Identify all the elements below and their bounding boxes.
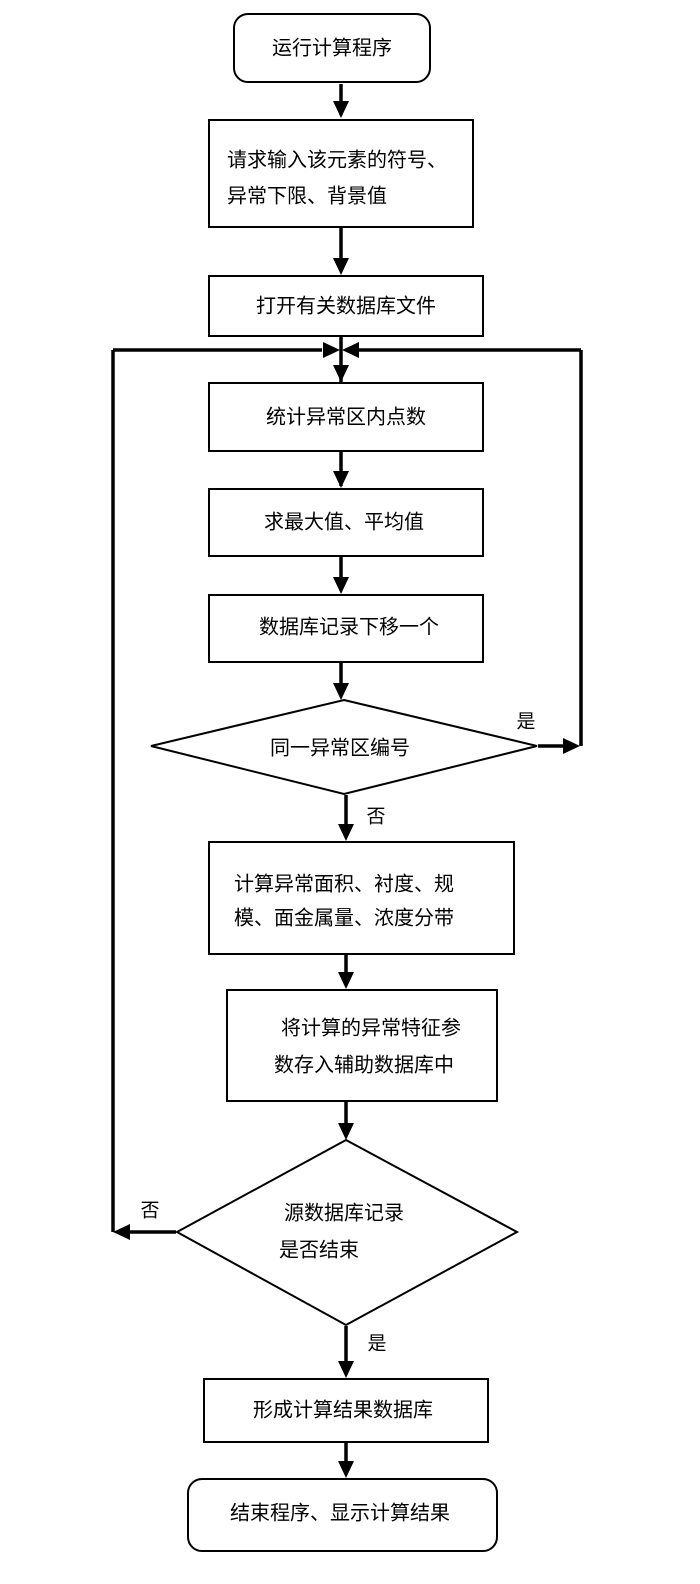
arrowhead-start-input	[333, 101, 349, 118]
arrowhead-left-loop-merge	[323, 342, 340, 358]
arrowhead-end-check-form	[338, 1361, 354, 1378]
node-end-check: 源数据库记录 是否结束	[174, 1138, 520, 1327]
input-line-1: 异常下限、背景值	[227, 184, 387, 208]
arrowhead-same-zone-compute	[338, 824, 354, 841]
form-result-line-0: 形成计算结果数据库	[253, 1398, 433, 1422]
store-line-1: 数存入辅助数据库中	[274, 1053, 454, 1077]
node-input: 请求输入该元素的符号、 异常下限、背景值	[208, 119, 474, 228]
node-compute: 计算异常面积、衬度、规 模、面金属量、浓度分带	[208, 841, 515, 955]
arrowhead-input-open-db	[333, 258, 349, 275]
max-avg-line-0: 求最大值、平均值	[264, 510, 424, 534]
end-check-line-0: 源数据库记录	[284, 1201, 404, 1225]
arrowhead-max-avg-move	[333, 577, 349, 594]
node-form-result: 形成计算结果数据库	[203, 1378, 489, 1443]
move-record-line-0: 数据库记录下移一个	[259, 615, 439, 639]
node-open-db: 打开有关数据库文件	[208, 275, 484, 337]
end-line-0: 结束程序、显示计算结果	[230, 1501, 450, 1525]
connectors	[111, 84, 583, 1478]
store-line-0: 将计算的异常特征参	[281, 1016, 461, 1040]
arrowhead-yes-right	[563, 738, 580, 754]
arrowhead-compute-store	[338, 972, 354, 989]
edge-label-same-zone-no: 否	[366, 806, 385, 828]
node-count: 统计异常区内点数	[208, 382, 484, 452]
arrowhead-form-end	[338, 1461, 354, 1478]
edge-label-same-zone-yes: 是	[516, 711, 535, 733]
start-line-0: 运行计算程序	[272, 36, 392, 60]
arrowhead-store-end-check	[338, 1123, 354, 1140]
edge-label-end-check-no: 否	[140, 1200, 159, 1222]
end-check-line-1: 是否结束	[279, 1238, 359, 1262]
edge-label-end-check-yes: 是	[367, 1333, 386, 1355]
node-start: 运行计算程序	[233, 13, 431, 83]
compute-line-1: 模、面金属量、浓度分带	[234, 906, 454, 930]
count-line-0: 统计异常区内点数	[266, 405, 426, 429]
same-zone-line-0: 同一异常区编号	[270, 736, 410, 760]
node-same-zone: 同一异常区编号	[150, 698, 538, 796]
compute-line-0: 计算异常面积、衬度、规	[234, 872, 454, 896]
node-store: 将计算的异常特征参 数存入辅助数据库中	[226, 989, 498, 1102]
node-end: 结束程序、显示计算结果	[187, 1478, 498, 1552]
open-db-line-0: 打开有关数据库文件	[256, 294, 436, 318]
arrowhead-merge-count	[333, 365, 349, 382]
arrowhead-no-left	[113, 1224, 130, 1240]
arrowhead-count-max-avg	[333, 471, 349, 488]
node-move-record: 数据库记录下移一个	[208, 594, 484, 663]
node-max-avg: 求最大值、平均值	[208, 488, 484, 557]
arrowhead-move-same-zone	[333, 683, 349, 700]
input-line-0: 请求输入该元素的符号、	[227, 148, 447, 172]
arrowhead-right-loop-merge	[342, 342, 359, 358]
